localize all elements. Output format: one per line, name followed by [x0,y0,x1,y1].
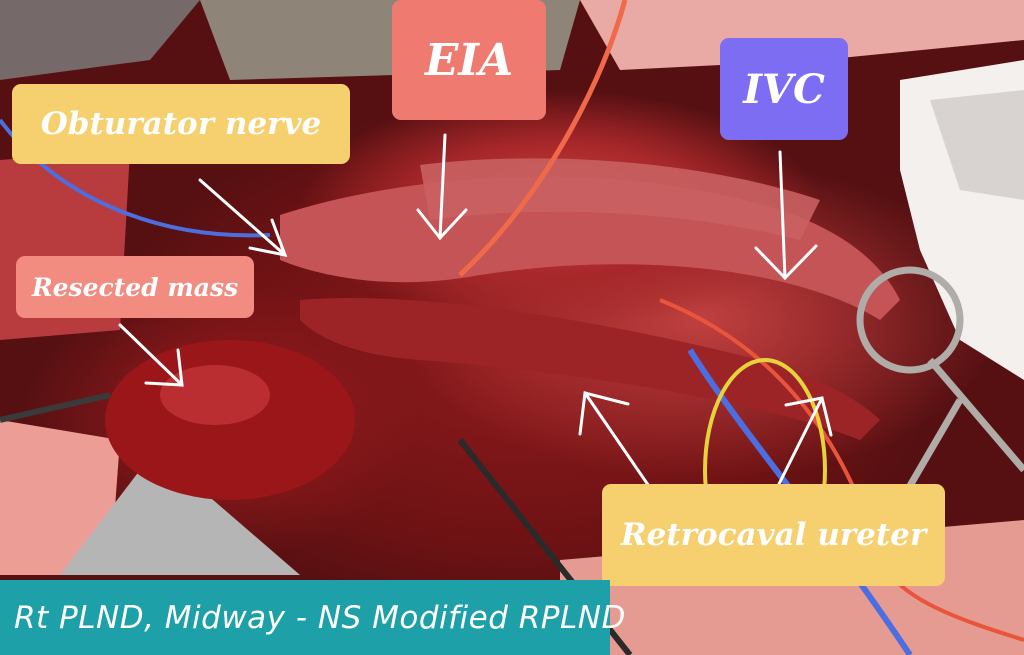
caption-bar: Rt PLND, Midway - NS Modified RPLND [0,580,625,655]
retrocaval-ureter-label: Retrocaval ureter [602,484,945,586]
arrow-resected-mass [118,323,184,387]
arrow-obturator [198,178,288,257]
blue-loop-right [687,348,913,655]
arrow-eia [416,133,468,241]
vena-cava [420,158,820,240]
ivc-label: IVC [720,38,848,140]
gauze-right-shade [930,90,1024,200]
resected-mass-highlight [160,365,270,425]
drape-top-left [0,0,200,80]
arrow-ureter-right [773,396,833,494]
arrow-ureter-left [578,391,657,497]
obturator-nerve-label: Obturator nerve [12,84,350,164]
sponge-top [580,0,1024,70]
retractor-bottom-left [60,470,300,575]
arrow-ivc [754,150,818,281]
vessel-lower [300,298,880,440]
red-vessel-loop [458,0,628,277]
eia-label: EIA [392,0,546,120]
clamp-left [0,392,111,423]
resected-mass-label: Resected mass [16,256,254,318]
